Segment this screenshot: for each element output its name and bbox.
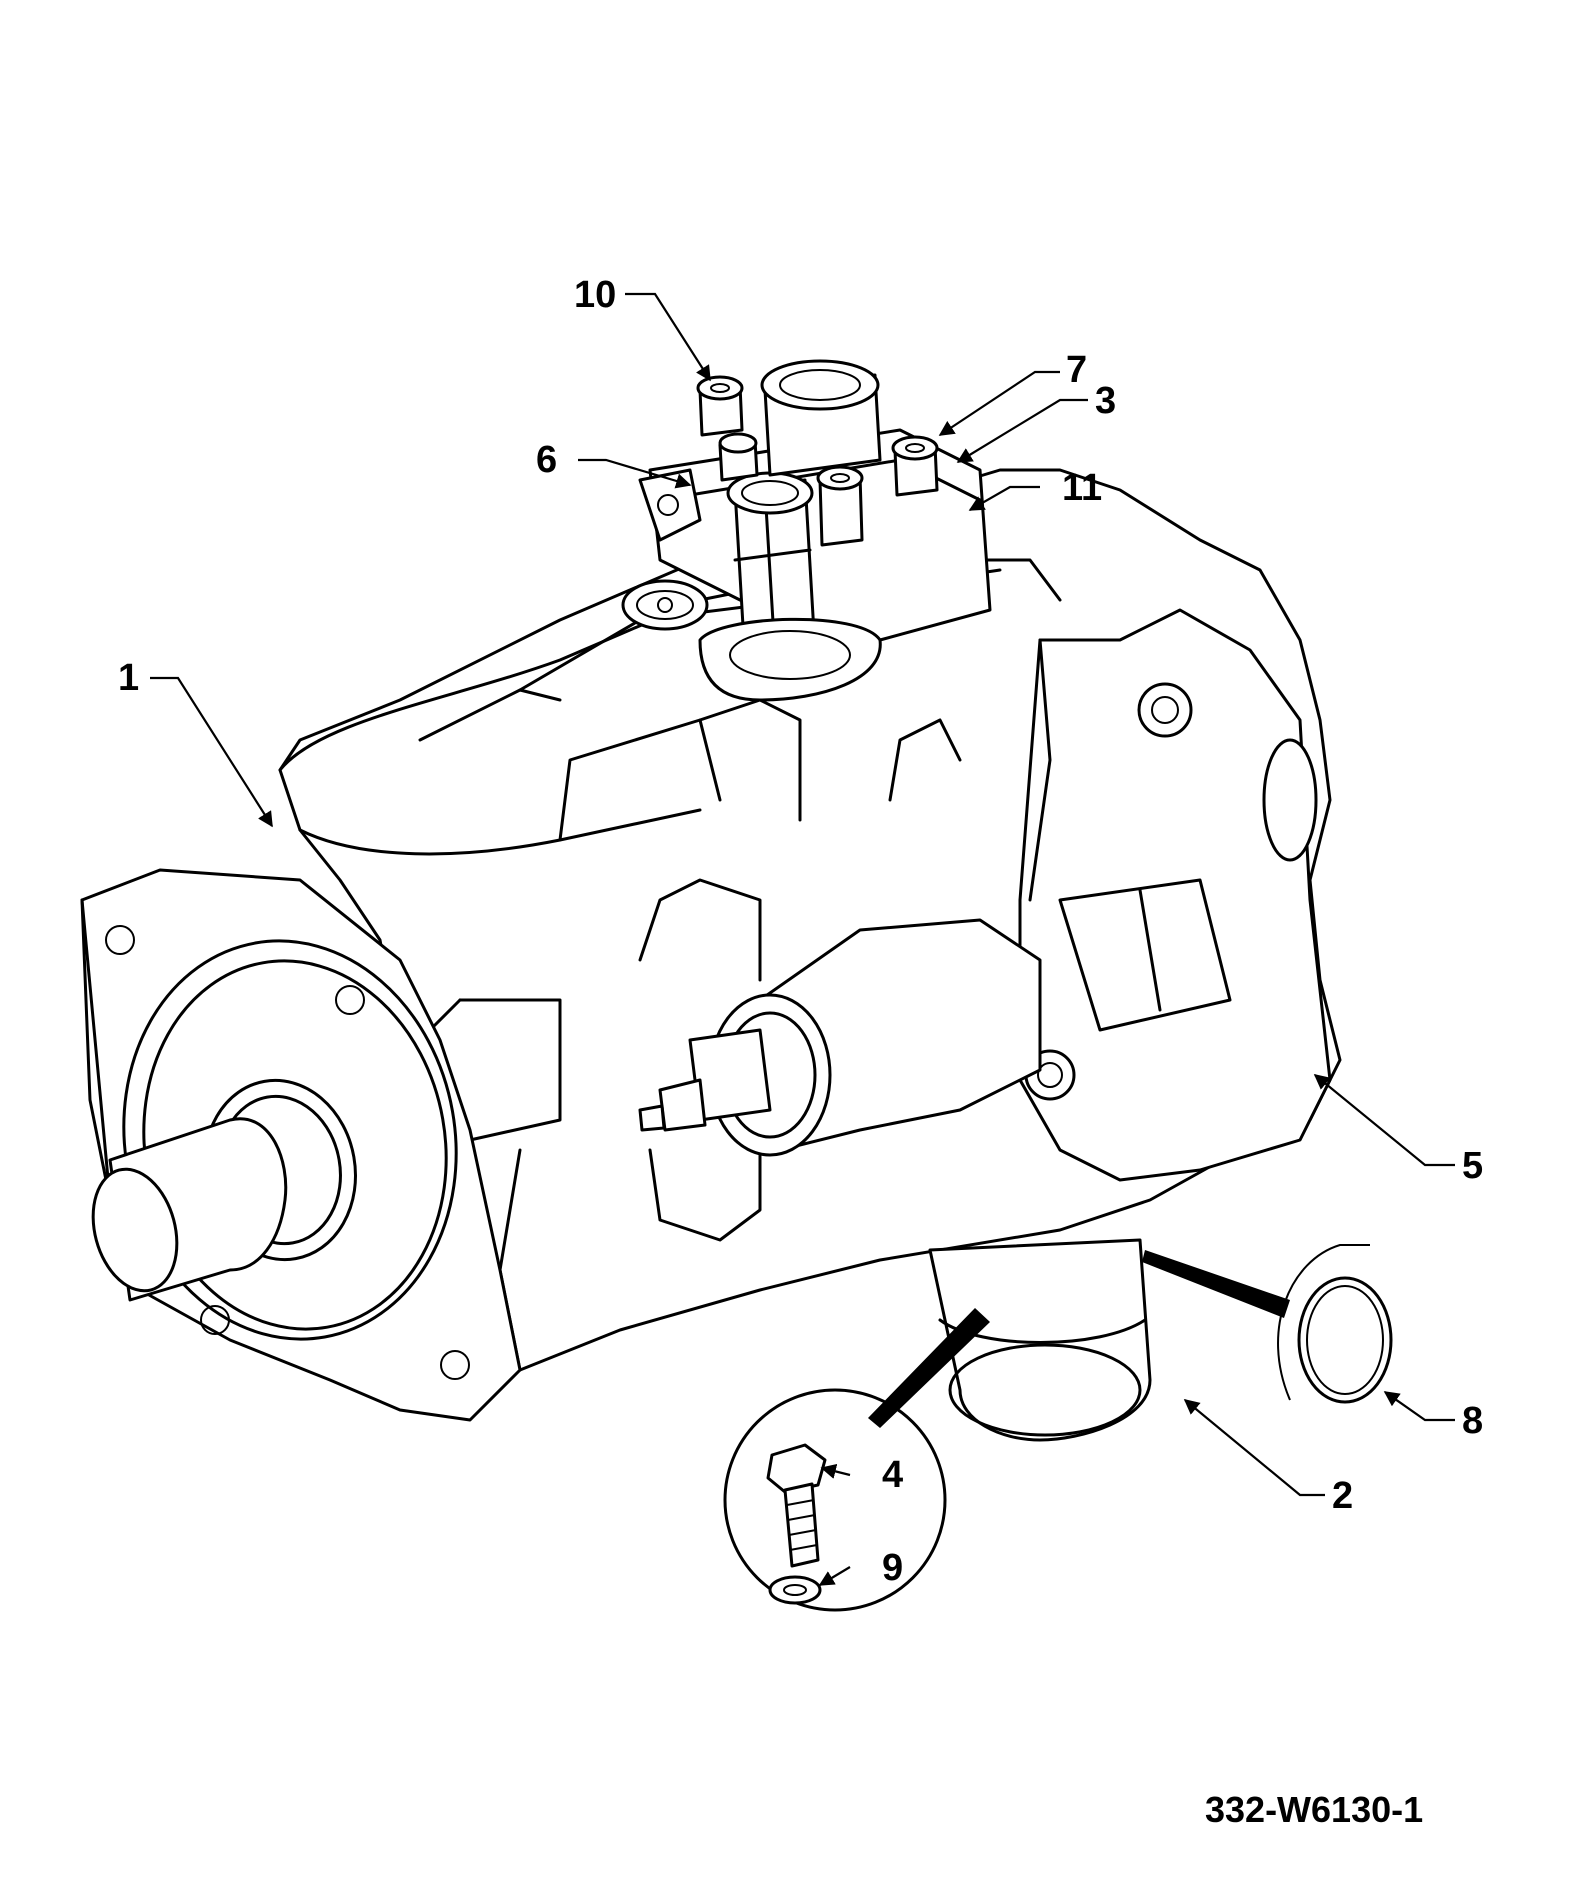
detail-o-ring bbox=[1142, 1244, 1393, 1404]
adjuster-cartridge bbox=[638, 918, 1042, 1157]
drive-shaft bbox=[91, 1117, 288, 1302]
callout-9: 9 bbox=[882, 1547, 903, 1589]
callout-2: 2 bbox=[1332, 1475, 1353, 1517]
callout-5: 5 bbox=[1462, 1145, 1483, 1187]
callout-1: 1 bbox=[118, 657, 139, 699]
callout-7: 7 bbox=[1066, 349, 1087, 391]
figure-reference: 332-W6130-1 bbox=[1205, 1789, 1423, 1830]
leader-lines bbox=[150, 292, 1455, 1586]
callout-labels: 1 2 3 4 5 6 7 8 9 10 11 bbox=[118, 274, 1483, 1589]
top-fittings bbox=[621, 359, 992, 702]
detail-bolt-washer bbox=[723, 1308, 990, 1612]
callout-10: 10 bbox=[574, 274, 616, 316]
callout-4: 4 bbox=[882, 1454, 903, 1496]
callout-3: 3 bbox=[1095, 380, 1116, 422]
control-block bbox=[1018, 608, 1332, 1182]
callout-11: 11 bbox=[1062, 467, 1102, 509]
callout-6: 6 bbox=[536, 439, 557, 481]
callout-8: 8 bbox=[1462, 1400, 1483, 1442]
